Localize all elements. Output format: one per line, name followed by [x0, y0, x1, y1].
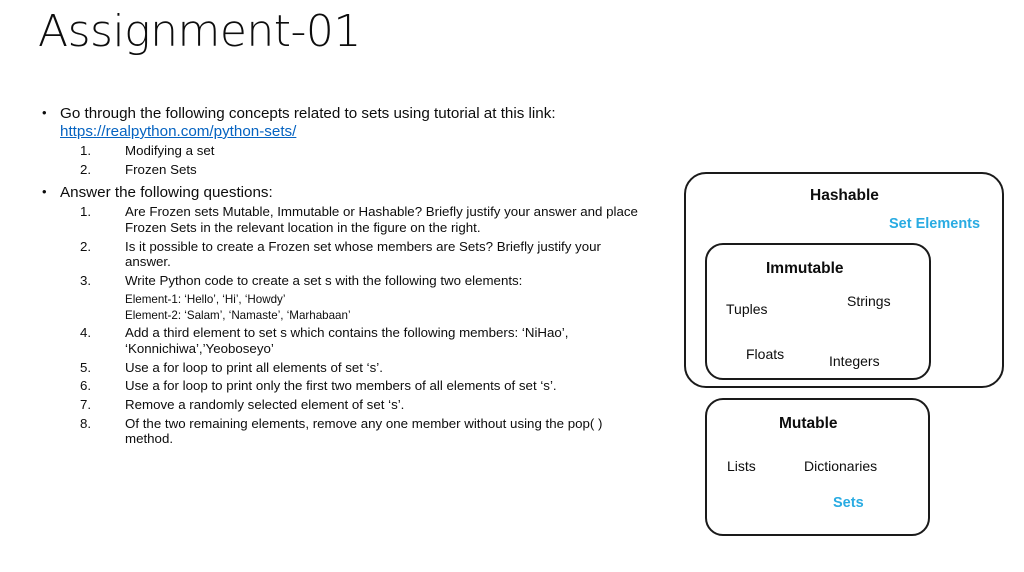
immutable-item-tuples: Tuples — [726, 301, 768, 317]
list-item-number: 7. — [80, 396, 92, 412]
mutable-item-sets-annotation: Sets — [833, 495, 864, 511]
list-item-number: 3. — [80, 272, 92, 288]
list-item-label: Frozen Sets — [125, 161, 197, 177]
immutable-title: Immutable — [766, 260, 844, 277]
list-item: 4. Add a third element to set s which co… — [38, 325, 638, 356]
list-item-number: 6. — [80, 378, 92, 394]
list-item-number: 8. — [80, 415, 92, 431]
element-note-1: Element-1: ‘Hello’, ‘Hi’, ‘Howdy’ — [125, 292, 286, 306]
realpython-link[interactable]: https://realpython.com/python-sets/ — [60, 122, 297, 140]
mutable-box — [705, 398, 930, 536]
list-item: 6. Use a for loop to print only the firs… — [38, 378, 638, 394]
bullet-text-questions: Answer the following questions: — [60, 184, 273, 202]
list-item-label: Of the two remaining elements, remove an… — [125, 415, 603, 447]
bullet-text-concepts: Go through the following concepts relate… — [60, 105, 556, 122]
page-title: Assignment-01 — [38, 6, 361, 57]
set-elements-diagram: Hashable Set Elements Immutable Tuples S… — [680, 166, 1010, 541]
bullet-item-concepts: • Go through the following concepts relat… — [38, 105, 638, 141]
list-item: 8. Of the two remaining elements, remove… — [38, 416, 638, 447]
list-item-label: Add a third element to set s which conta… — [125, 325, 569, 356]
list-item: 1. Are Frozen sets Mutable, Immutable or… — [38, 204, 638, 235]
content-body: • Go through the following concepts relat… — [38, 105, 638, 453]
list-item-number: 1. — [80, 204, 92, 220]
list-item-label: Use a for loop to print only the first t… — [125, 378, 557, 394]
list-item-label: Modifying a set — [125, 142, 215, 158]
bullet-item-questions: • Answer the following questions: — [38, 184, 638, 202]
list-item-label: Are Frozen sets Mutable, Immutable or Ha… — [125, 204, 638, 235]
list-item: 2. Is it possible to create a Frozen set… — [38, 239, 638, 270]
list-item: 7. Remove a randomly selected element of… — [38, 397, 638, 413]
set-elements-annotation: Set Elements — [889, 216, 981, 232]
list-item-number: 2. — [80, 238, 92, 254]
list-item-label: Write Python code to create a set s with… — [125, 272, 523, 288]
list-item-number: 1. — [80, 142, 92, 158]
hashable-title: Hashable — [810, 187, 879, 204]
list-item: 5. Use a for loop to print all elements … — [38, 360, 638, 376]
bullet-marker: • — [42, 184, 47, 200]
list-item: 2. Frozen Sets — [38, 162, 638, 178]
immutable-box — [705, 243, 931, 380]
mutable-item-dictionaries: Dictionaries — [804, 458, 878, 474]
list-item-label: Use a for loop to print all elements of … — [125, 359, 383, 375]
list-item-number: 4. — [80, 325, 92, 341]
list-item: 3. Write Python code to create a set s w… — [38, 273, 638, 289]
immutable-item-floats: Floats — [746, 346, 785, 362]
immutable-item-strings: Strings — [847, 293, 891, 309]
bullet-marker: • — [42, 105, 47, 120]
list-item-label: Remove a randomly selected element of se… — [125, 396, 405, 412]
list-item-number: 5. — [80, 359, 92, 375]
questions-numbered-list: 1. Are Frozen sets Mutable, Immutable or… — [38, 204, 638, 447]
immutable-item-integers: Integers — [829, 353, 880, 369]
list-item-number: 2. — [80, 161, 92, 177]
hashable-box — [684, 172, 1004, 388]
element-note-2: Element-2: ‘Salam’, ‘Namaste’, ‘Marhabaa… — [125, 308, 351, 322]
concepts-numbered-list: 1. Modifying a set 2. Frozen Sets — [38, 143, 638, 177]
mutable-item-lists: Lists — [727, 458, 756, 474]
list-item-label: Is it possible to create a Frozen set wh… — [125, 238, 601, 270]
mutable-title: Mutable — [779, 415, 838, 432]
list-item: 1. Modifying a set — [38, 143, 638, 159]
